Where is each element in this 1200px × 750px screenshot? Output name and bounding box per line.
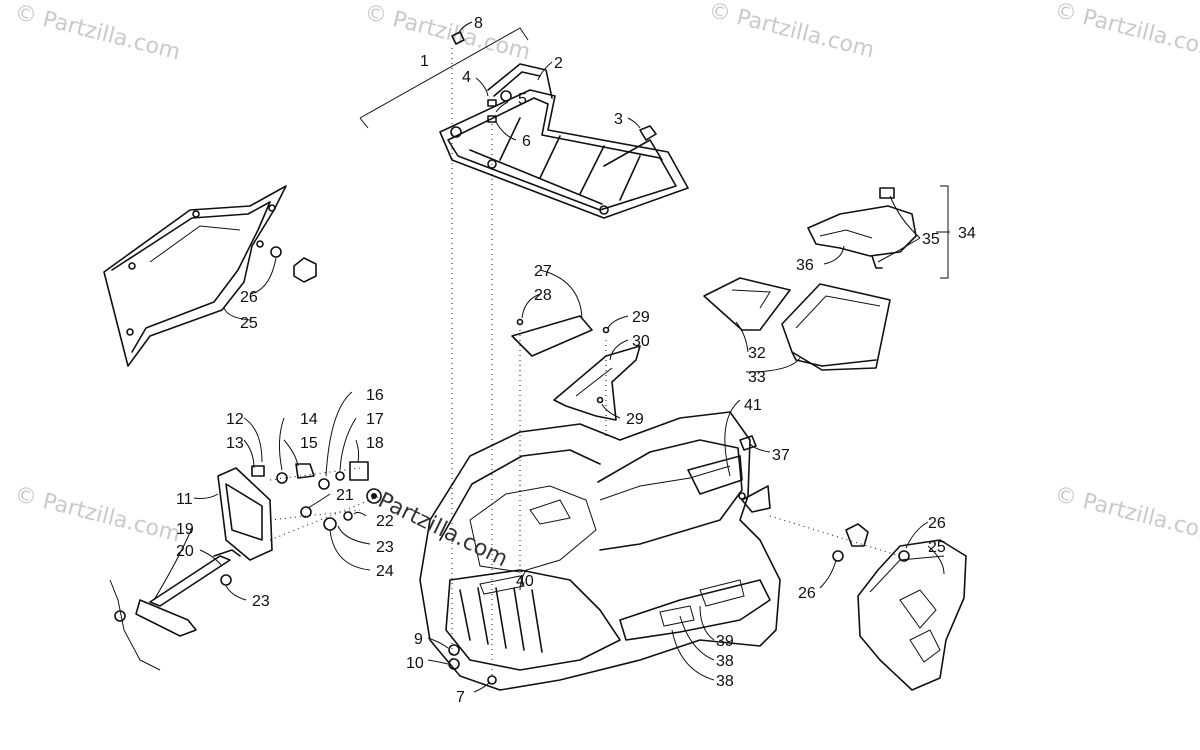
callout-12: 12	[226, 411, 244, 428]
storage-box	[703, 277, 891, 371]
left-side-panel	[103, 185, 317, 367]
assembly-bracket-1	[359, 27, 529, 129]
callout-18: 18	[366, 435, 384, 452]
callout-10: 10	[406, 655, 424, 672]
leader-lines	[153, 21, 950, 693]
bottom-hardware	[448, 435, 757, 685]
callout-23-bottom: 23	[252, 593, 270, 610]
callout-29-top: 29	[632, 309, 650, 326]
callout-29-bottom: 29	[626, 411, 644, 428]
callout-4: 4	[462, 69, 471, 86]
callout-9: 9	[414, 631, 423, 648]
callout-22: 22	[376, 513, 394, 530]
callout-37: 38	[716, 653, 734, 670]
callout-38: 38	[716, 673, 734, 690]
callout-5: 5	[518, 91, 527, 108]
callout-20: 20	[176, 543, 194, 560]
callout-30: 30	[632, 333, 650, 350]
callout-27: 27	[534, 263, 552, 280]
callout-26-right-top: 26	[928, 515, 946, 532]
right-side-panel	[769, 515, 967, 691]
callout-21: 21	[336, 487, 354, 504]
callout-7: 7	[456, 689, 465, 706]
callout-33: 34	[958, 225, 976, 242]
front-rack	[439, 63, 689, 219]
callout-6: 6	[522, 133, 531, 150]
callout-28: 28	[534, 287, 552, 304]
callout-14: 14	[300, 411, 318, 428]
callout-25-right: 25	[928, 539, 946, 556]
callout-39: 40	[516, 573, 534, 590]
plate	[511, 315, 593, 357]
callout-41: 41	[744, 397, 762, 414]
callout-26-left: 26	[240, 289, 258, 306]
callout-15: 15	[300, 435, 318, 452]
bracket	[553, 326, 641, 421]
callout-35: 36	[796, 257, 814, 274]
callout-17: 17	[366, 411, 384, 428]
storage-lid	[807, 187, 917, 269]
callout-32: 33	[748, 369, 766, 386]
callout-11: 11	[176, 491, 193, 508]
callout-25-left: 25	[240, 315, 258, 332]
callout-31: 32	[748, 345, 766, 362]
callout-19: 19	[176, 521, 194, 538]
callout-2: 2	[554, 55, 563, 72]
callout-26-right-bottom: 26	[798, 585, 816, 602]
rack-hardware	[451, 31, 657, 141]
callout-3: 3	[614, 111, 623, 128]
callout-1: 1	[420, 53, 429, 70]
callout-36: 37	[772, 447, 790, 464]
callout-24: 24	[376, 563, 394, 580]
callout-34: 35	[922, 231, 940, 248]
headlight-assembly	[109, 461, 382, 671]
front-fender-body	[419, 411, 781, 691]
callout-23-mid: 23	[376, 539, 394, 556]
callout-13: 13	[226, 435, 244, 452]
callout-16: 16	[366, 387, 384, 404]
callout-40: 39	[716, 633, 734, 650]
callout-8: 8	[474, 15, 483, 32]
